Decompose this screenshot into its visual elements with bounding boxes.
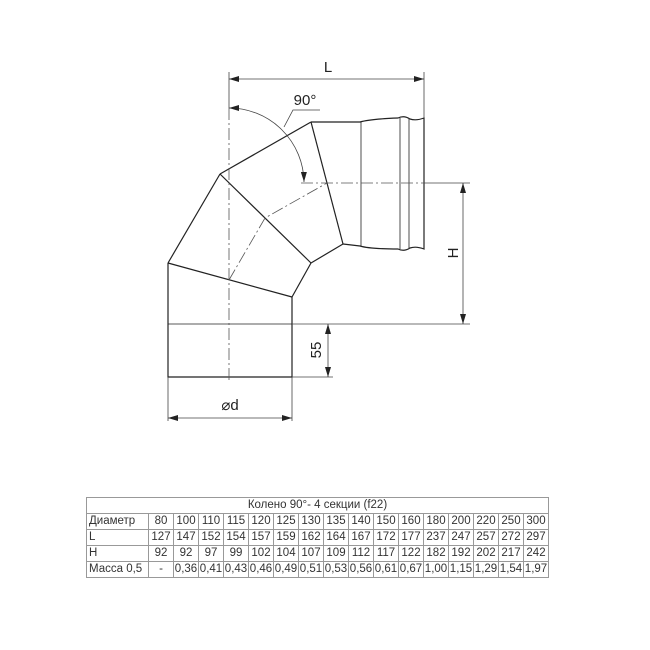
table-cell: 99 — [223, 545, 249, 562]
table-cell: 272 — [498, 529, 524, 546]
table-cell: 192 — [448, 545, 474, 562]
dimension-lines — [167, 72, 470, 421]
table-cell: 0,53 — [323, 561, 349, 578]
table-title: Колено 90°- 4 секции (f22) — [86, 497, 549, 514]
table-cell: - — [148, 561, 174, 578]
table-cell: 152 — [198, 529, 224, 546]
table-cell: 92 — [148, 545, 174, 562]
table-cell: 102 — [248, 545, 274, 562]
table-cell: 150 — [373, 513, 399, 530]
table-cell: 0,51 — [298, 561, 324, 578]
table-cell: 160 — [398, 513, 424, 530]
table-cell: 107 — [298, 545, 324, 562]
table-cell: 1,29 — [473, 561, 499, 578]
centerlines — [228, 108, 424, 383]
table-cell: 0,49 — [273, 561, 299, 578]
table-cell: 250 — [498, 513, 524, 530]
table-cell: 140 — [348, 513, 374, 530]
table-cell: 177 — [398, 529, 424, 546]
table-cell: 167 — [348, 529, 374, 546]
table-cell: 117 — [373, 545, 399, 562]
table-cell: 122 — [398, 545, 424, 562]
height-label: H — [445, 248, 462, 259]
table-cell: 0,36 — [173, 561, 199, 578]
angle-label: 90° — [294, 92, 317, 109]
row-label: Диаметр — [86, 513, 149, 530]
table-cell: 217 — [498, 545, 524, 562]
length-label: L — [324, 59, 332, 76]
table-cell: 0,61 — [373, 561, 399, 578]
table-cell: 180 — [423, 513, 449, 530]
table-cell: 242 — [523, 545, 549, 562]
table-cell: 297 — [523, 529, 549, 546]
row-label: L — [86, 529, 149, 546]
table-cell: 202 — [473, 545, 499, 562]
table-cell: 120 — [248, 513, 274, 530]
table-cell: 80 — [148, 513, 174, 530]
table-cell: 1,54 — [498, 561, 524, 578]
table-cell: 0,41 — [198, 561, 224, 578]
table-cell: 115 — [223, 513, 249, 530]
table-cell: 1,97 — [523, 561, 549, 578]
table-cell: 157 — [248, 529, 274, 546]
table-cell: 1,00 — [423, 561, 449, 578]
table-cell: 257 — [473, 529, 499, 546]
table-cell: 130 — [298, 513, 324, 530]
table-cell: 162 — [298, 529, 324, 546]
table-cell: 110 — [198, 513, 224, 530]
table-cell: 100 — [173, 513, 199, 530]
table-cell: 182 — [423, 545, 449, 562]
table-cell: 172 — [373, 529, 399, 546]
table-cell: 147 — [173, 529, 199, 546]
table-cell: 109 — [323, 545, 349, 562]
table-cell: 1,15 — [448, 561, 474, 578]
diameter-label: ⌀d — [221, 397, 238, 414]
table-cell: 200 — [448, 513, 474, 530]
table-cell: 104 — [273, 545, 299, 562]
table-cell: 135 — [323, 513, 349, 530]
offset-label: 55 — [308, 342, 325, 359]
table-cell: 0,56 — [348, 561, 374, 578]
table-cell: 0,67 — [398, 561, 424, 578]
table-cell: 112 — [348, 545, 374, 562]
table-cell: 0,43 — [223, 561, 249, 578]
table-cell: 127 — [148, 529, 174, 546]
table-cell: 237 — [423, 529, 449, 546]
table-cell: 247 — [448, 529, 474, 546]
table-cell: 164 — [323, 529, 349, 546]
table-cell: 97 — [198, 545, 224, 562]
table-cell: 154 — [223, 529, 249, 546]
elbow-outline — [167, 116, 425, 378]
table-cell: 0,46 — [248, 561, 274, 578]
table-cell: 159 — [273, 529, 299, 546]
table-cell: 92 — [173, 545, 199, 562]
table-cell: 220 — [473, 513, 499, 530]
row-label: H — [86, 545, 149, 562]
table-cell: 125 — [273, 513, 299, 530]
table-cell: 300 — [523, 513, 549, 530]
row-label: Масса 0,5 — [86, 561, 149, 578]
